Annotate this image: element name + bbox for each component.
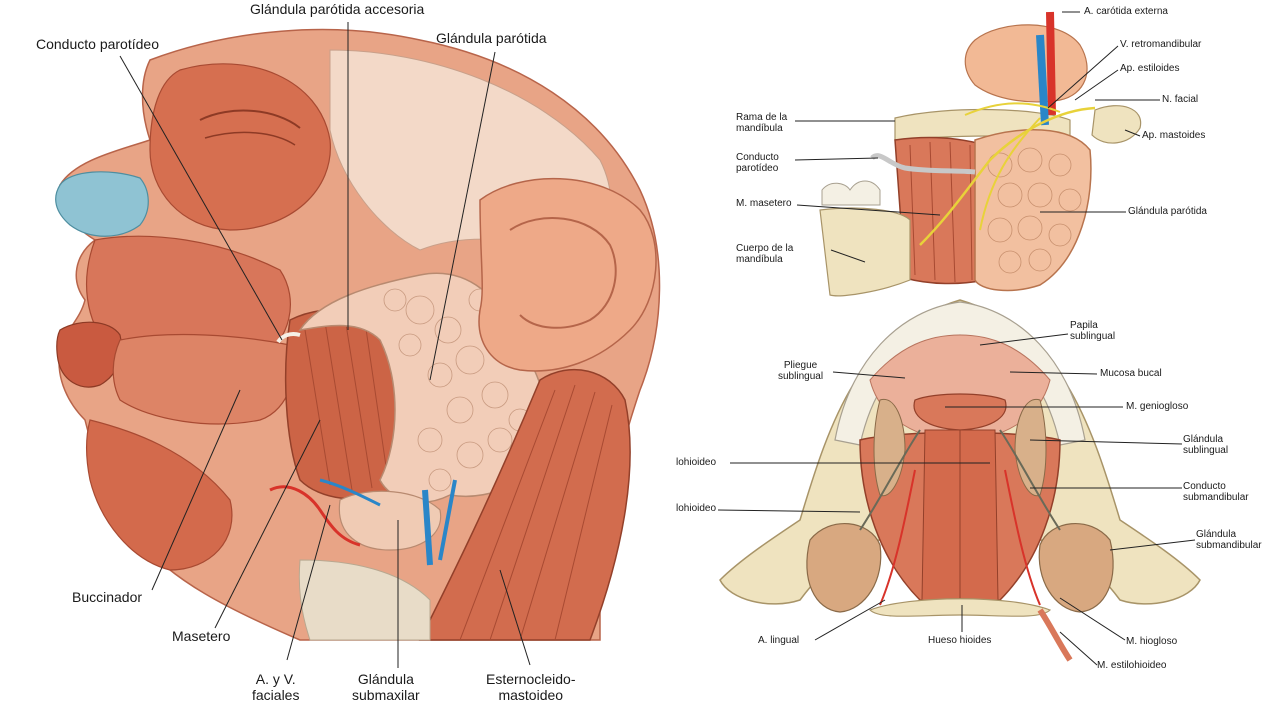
- label-buccinador: Buccinador: [72, 589, 143, 605]
- scm-fibers: [459, 384, 613, 641]
- label-masetero: Masetero: [172, 628, 231, 644]
- label-milohioideo-1: lohioideo: [676, 457, 717, 468]
- parotid-duct: [276, 331, 301, 344]
- label-glandula-parotida-accesoria: Glándula parótida accesoria: [250, 1, 425, 17]
- parotid-main-lobules: [987, 147, 1082, 274]
- submandibular-duct-right: [999, 429, 1061, 531]
- external-carotid: [1046, 11, 1056, 116]
- label-a-y-v-faciales: A. y V. faciales: [252, 671, 300, 703]
- label-a-lingual: A. lingual: [758, 635, 800, 646]
- label-glandula-parotida: Glándula parótida: [436, 30, 547, 46]
- facial-nerve-branch-2: [964, 102, 1061, 116]
- label-rama-mandibula: Rama de la mandíbula: [736, 112, 788, 135]
- label-carotida-externa: A. carótida externa: [1084, 6, 1168, 17]
- hyoid-bone: [868, 598, 1052, 617]
- label-conducto-parotideo-2: Conducto parotídeo: [736, 152, 779, 175]
- label-m-geniogloso: M. geniogloso: [1126, 401, 1189, 412]
- label-ap-mastoides: Ap. mastoides: [1142, 130, 1206, 141]
- label-m-estilohioideo: M. estilohioideo: [1097, 660, 1167, 671]
- mandible-body: [819, 207, 911, 297]
- label-m-masetero: M. masetero: [736, 198, 792, 209]
- sublingual-gland-right: [1014, 398, 1047, 497]
- submandibular-gland-right: [1038, 523, 1114, 613]
- genioglossus-muscle: [913, 393, 1007, 431]
- ear: [478, 177, 657, 372]
- lips: [56, 321, 123, 388]
- label-glandula-submaxilar: Glándula submaxilar: [352, 671, 420, 703]
- top-right-leader-lines: [794, 11, 1160, 263]
- bottom-right-figure: [717, 299, 1201, 666]
- submandibular-gland-left: [806, 523, 882, 613]
- label-papila-sublingual: Papila sublingual: [1070, 320, 1116, 343]
- eye-fold-2: [204, 131, 296, 146]
- buccinator-muscle: [112, 333, 295, 425]
- retromandibular-vein: [1036, 34, 1049, 126]
- nasal-cartilage: [55, 171, 149, 237]
- label-cuerpo-mandibula: Cuerpo de la mandíbula: [736, 243, 794, 266]
- sublingual-gland-left: [873, 398, 906, 497]
- label-glandula-sublingual: Glándula sublingual: [1183, 434, 1229, 457]
- ear-inner: [509, 217, 617, 329]
- lingual-artery-right: [1004, 469, 1041, 606]
- parotid-duct-tube: [870, 153, 976, 175]
- label-mucosa-bucal: Mucosa bucal: [1100, 368, 1162, 379]
- jugular-vein: [422, 489, 433, 566]
- label-glandula-submandibular: Glándula submandibular: [1196, 529, 1262, 552]
- facial-nerve: [919, 106, 1096, 246]
- molar-teeth: [821, 180, 881, 206]
- facial-nerve-branch: [979, 117, 1041, 231]
- mastoid-process: [1091, 105, 1142, 144]
- sternocleidomastoid-muscle: [418, 368, 631, 641]
- label-hueso-hioides: Hueso hioides: [928, 635, 992, 646]
- ext-jugular: [438, 479, 457, 561]
- stylohyoid-muscle: [1037, 608, 1073, 662]
- facial-vein: [319, 478, 381, 507]
- masseter-block-fibers: [909, 141, 973, 283]
- top-right-figure: [794, 11, 1160, 297]
- label-conducto-parotideo: Conducto parotídeo: [36, 36, 159, 52]
- label-pliegue-sublingual: Pliegue sublingual: [778, 360, 824, 383]
- submandibular-duct-left: [859, 429, 921, 531]
- left-leader-lines: [119, 22, 531, 668]
- lingual-artery-left: [879, 469, 916, 606]
- left-face-figure: [55, 22, 661, 668]
- eye-fold: [199, 109, 301, 129]
- label-n-facial: N. facial: [1162, 94, 1199, 105]
- chin-muscles: [86, 419, 233, 571]
- label-milohioideo-2: lohioideo: [676, 503, 717, 514]
- label-glandula-parotida-2: Glándula parótida: [1128, 206, 1207, 217]
- label-v-retromandibular: V. retromandibular: [1120, 39, 1202, 50]
- parotid-upper-lobe: [964, 24, 1088, 103]
- bottom-right-leader-lines: [717, 333, 1196, 666]
- label-esternocleidomastoideo: Esternocleido- mastoideo: [486, 671, 576, 703]
- label-conducto-submandibular: Conducto submandibular: [1183, 481, 1249, 504]
- parotid-gland-main: [974, 129, 1092, 292]
- label-m-hiogloso: M. hiogloso: [1126, 636, 1178, 647]
- neck-base: [298, 559, 431, 641]
- label-ap-estiloides: Ap. estiloides: [1120, 63, 1180, 74]
- masseter-fibers: [304, 317, 389, 491]
